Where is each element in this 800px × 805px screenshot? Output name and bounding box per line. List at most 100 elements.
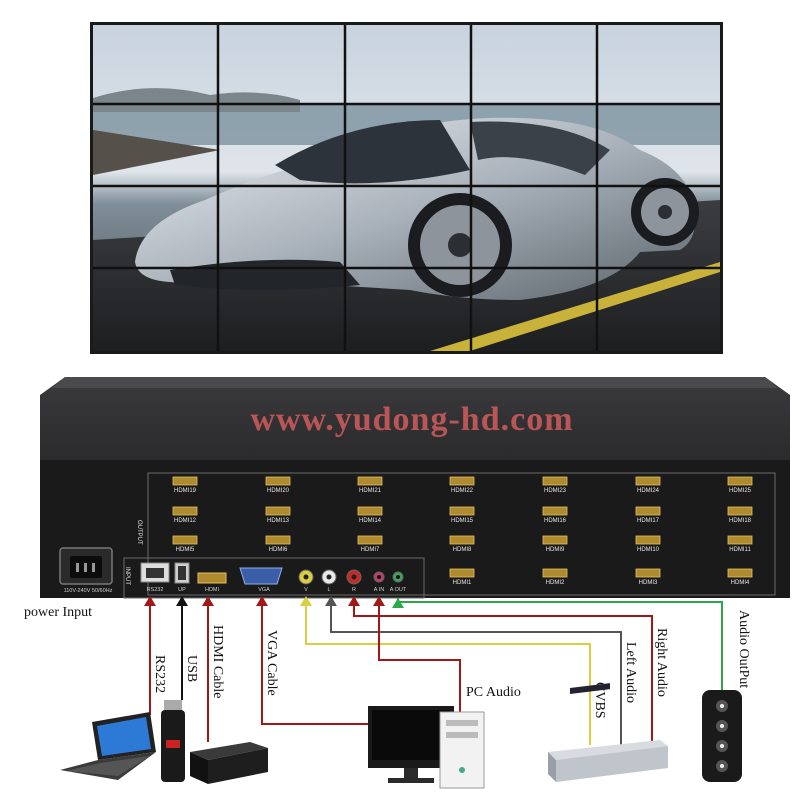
hdmi-output-port-hdmi4[interactable]: HDMI4: [727, 568, 753, 586]
hdmi-output-port-hdmi20[interactable]: HDMI20: [265, 476, 291, 494]
hdmi-connector[interactable]: [542, 535, 568, 545]
hdmi-output-port-hdmi6[interactable]: HDMI6: [265, 535, 291, 553]
dvd-player-icon: [548, 683, 668, 782]
hdmi-output-label: HDMI4: [731, 580, 750, 586]
speaker-icon: [702, 690, 742, 782]
audio-output-arrow: [392, 598, 404, 608]
hdmi-output-port-hdmi13[interactable]: HDMI13: [265, 506, 291, 524]
hdmi-connector[interactable]: [635, 476, 661, 486]
hdmi-connector[interactable]: [449, 535, 475, 545]
left-audio-label: Left Audio: [623, 642, 638, 703]
hdmi-source-box-icon: [190, 742, 268, 784]
hdmi-output-label: HDMI2: [546, 580, 565, 586]
hdmi-input-port-label: HDMI: [205, 587, 220, 593]
hdmi-arrow: [202, 596, 214, 606]
power-rating: 110V-240V 50/60Hz: [64, 588, 113, 594]
output-label: OUTPUT: [136, 520, 142, 545]
hdmi-connector[interactable]: [265, 506, 291, 516]
audio-in-label: A IN: [374, 587, 384, 593]
vga-port-label: VGA: [258, 587, 270, 593]
pc-tower-icon: [439, 711, 485, 789]
pc-audio-label: PC Audio: [466, 685, 521, 700]
hdmi-output-label: HDMI7: [361, 547, 380, 553]
hdmi-connector[interactable]: [542, 506, 568, 516]
hdmi-output-port-hdmi22[interactable]: HDMI22: [449, 476, 475, 494]
hdmi-output-port-hdmi19[interactable]: HDMI19: [172, 476, 198, 494]
hdmi-output-port-hdmi17[interactable]: HDMI17: [635, 506, 661, 524]
hdmi-output-port-hdmi12[interactable]: HDMI12: [172, 506, 198, 524]
hdmi-input-port[interactable]: HDMI: [197, 572, 227, 593]
hdmi-connector[interactable]: [172, 506, 198, 516]
hdmi-output-port-hdmi5[interactable]: HDMI5: [172, 535, 198, 553]
hdmi-connector[interactable]: [542, 568, 568, 578]
hdmi-output-port-hdmi7[interactable]: HDMI7: [357, 535, 383, 553]
hdmi-connector[interactable]: [265, 476, 291, 486]
hdmi-output-port-hdmi14[interactable]: HDMI14: [357, 506, 383, 524]
hdmi-output-port-hdmi10[interactable]: HDMI10: [635, 535, 661, 553]
hdmi-connector[interactable]: [635, 506, 661, 516]
hdmi-output-port-hdmi8[interactable]: HDMI8: [449, 535, 475, 553]
rca-left-audio-port[interactable]: L: [321, 569, 337, 593]
hdmi-connector[interactable]: [449, 568, 475, 578]
hdmi-output-label: HDMI10: [637, 547, 660, 553]
hdmi-connector[interactable]: [357, 535, 383, 545]
hdmi-output-label: HDMI12: [174, 518, 197, 524]
hdmi-output-port-hdmi16[interactable]: HDMI16: [542, 506, 568, 524]
audio-out-label: A OUT: [390, 587, 407, 593]
audio-in-port[interactable]: A IN: [373, 571, 385, 593]
cvbs-label: CVBS: [592, 682, 607, 719]
rs232-arrow: [144, 596, 156, 606]
hdmi-connector[interactable]: [635, 535, 661, 545]
rca-r-label: R: [352, 587, 356, 593]
rs232-port[interactable]: RS232: [140, 562, 170, 593]
hdmi-connector[interactable]: [635, 568, 661, 578]
hdmi-connector[interactable]: [727, 568, 753, 578]
hdmi-connector[interactable]: [449, 506, 475, 516]
hdmi-output-label: HDMI16: [544, 518, 567, 524]
video-wall: [90, 22, 723, 354]
hdmi-output-label: HDMI11: [729, 547, 751, 553]
audio-output-label: Audio OutPut: [736, 610, 751, 688]
hdmi-output-port-hdmi2[interactable]: HDMI2: [542, 568, 568, 586]
hdmi-output-label: HDMI20: [267, 488, 290, 494]
hdmi-output-port-hdmi25[interactable]: HDMI25: [727, 476, 753, 494]
laptop-icon: [60, 712, 156, 780]
usb-port[interactable]: UP: [174, 562, 190, 593]
hdmi-output-label: HDMI23: [544, 488, 567, 494]
hdmi-connector[interactable]: [727, 535, 753, 545]
hdmi-output-port-hdmi24[interactable]: HDMI24: [635, 476, 661, 494]
hdmi-connector[interactable]: [357, 476, 383, 486]
usb-port-label: UP: [178, 587, 186, 593]
audio-out-port[interactable]: A OUT: [390, 571, 407, 593]
usb-label: USB: [184, 655, 199, 682]
hdmi-output-label: HDMI17: [637, 518, 660, 524]
hdmi-output-port-hdmi11[interactable]: HDMI11: [727, 535, 753, 553]
hdmi-output-port-hdmi1[interactable]: HDMI1: [449, 568, 475, 586]
hdmi-connector[interactable]: [449, 476, 475, 486]
hdmi-connector[interactable]: [172, 476, 198, 486]
hdmi-connector[interactable]: [172, 535, 198, 545]
usb-arrow: [176, 596, 188, 606]
hdmi-output-port-hdmi21[interactable]: HDMI21: [357, 476, 383, 494]
watermark: www.yudong-hd.com: [250, 401, 573, 438]
hdmi-output-port-hdmi15[interactable]: HDMI15: [449, 506, 475, 524]
hdmi-output-port-hdmi23[interactable]: HDMI23: [542, 476, 568, 494]
rca-right-audio-port[interactable]: R: [346, 569, 362, 593]
pc-audio-arrow: [373, 596, 385, 606]
hdmi-output-port-hdmi3[interactable]: HDMI3: [635, 568, 661, 586]
hdmi-connector[interactable]: [727, 506, 753, 516]
hdmi-connector[interactable]: [542, 476, 568, 486]
hdmi-output-port-hdmi9[interactable]: HDMI9: [542, 535, 568, 553]
hdmi-connector[interactable]: [265, 535, 291, 545]
rca-video-port[interactable]: V: [298, 569, 314, 593]
hdmi-output-label: HDMI14: [359, 518, 382, 524]
hdmi-output-port-hdmi18[interactable]: HDMI18: [727, 506, 753, 524]
rs232-port-label: RS232: [147, 587, 164, 593]
power-socket[interactable]: 110V-240V 50/60Hz: [59, 547, 113, 594]
vga-port[interactable]: VGA: [239, 567, 283, 593]
hdmi-connector[interactable]: [357, 506, 383, 516]
hdmi-connector[interactable]: [727, 476, 753, 486]
rca-l-label: L: [327, 587, 330, 593]
cvbs-arrow: [300, 596, 312, 606]
